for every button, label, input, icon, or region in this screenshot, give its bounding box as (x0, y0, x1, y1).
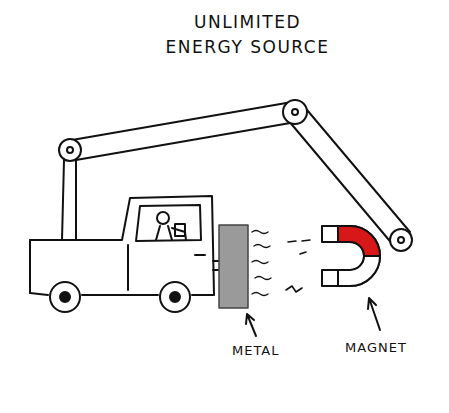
part-label: METAL (232, 343, 280, 358)
driver-head (157, 212, 169, 224)
field-lines (252, 231, 271, 296)
crane-pivot (59, 139, 81, 161)
truck-hub (170, 292, 180, 302)
part-label: MAGNET (345, 340, 407, 355)
driver-body (156, 226, 186, 240)
crane-post (62, 160, 76, 240)
truck-window (136, 205, 201, 241)
crane-pivot (67, 147, 73, 153)
crane-arm (288, 104, 410, 246)
truck-hub (60, 292, 70, 302)
truck-wheel (50, 282, 80, 312)
magnet-red-pole (338, 226, 380, 256)
truck-door (128, 245, 205, 290)
driver-seat (175, 224, 185, 236)
crane-pivot (283, 100, 307, 124)
leader-arrow (246, 314, 256, 336)
leader-arrow (368, 298, 380, 330)
truck-wheel (160, 282, 190, 312)
crane-pivot (292, 109, 298, 115)
field-lines (286, 240, 310, 292)
crane-pivot (398, 237, 404, 243)
crane-arm (72, 102, 296, 160)
truck-body (30, 196, 214, 295)
crane-pivot (390, 229, 412, 251)
magnet-outline (322, 226, 380, 286)
truck-body (29, 240, 31, 293)
magnet-white-pole (338, 256, 380, 286)
metal-plate (219, 225, 248, 308)
diagram-title: UNLIMITED ENERGY SOURCE (161, 10, 334, 59)
